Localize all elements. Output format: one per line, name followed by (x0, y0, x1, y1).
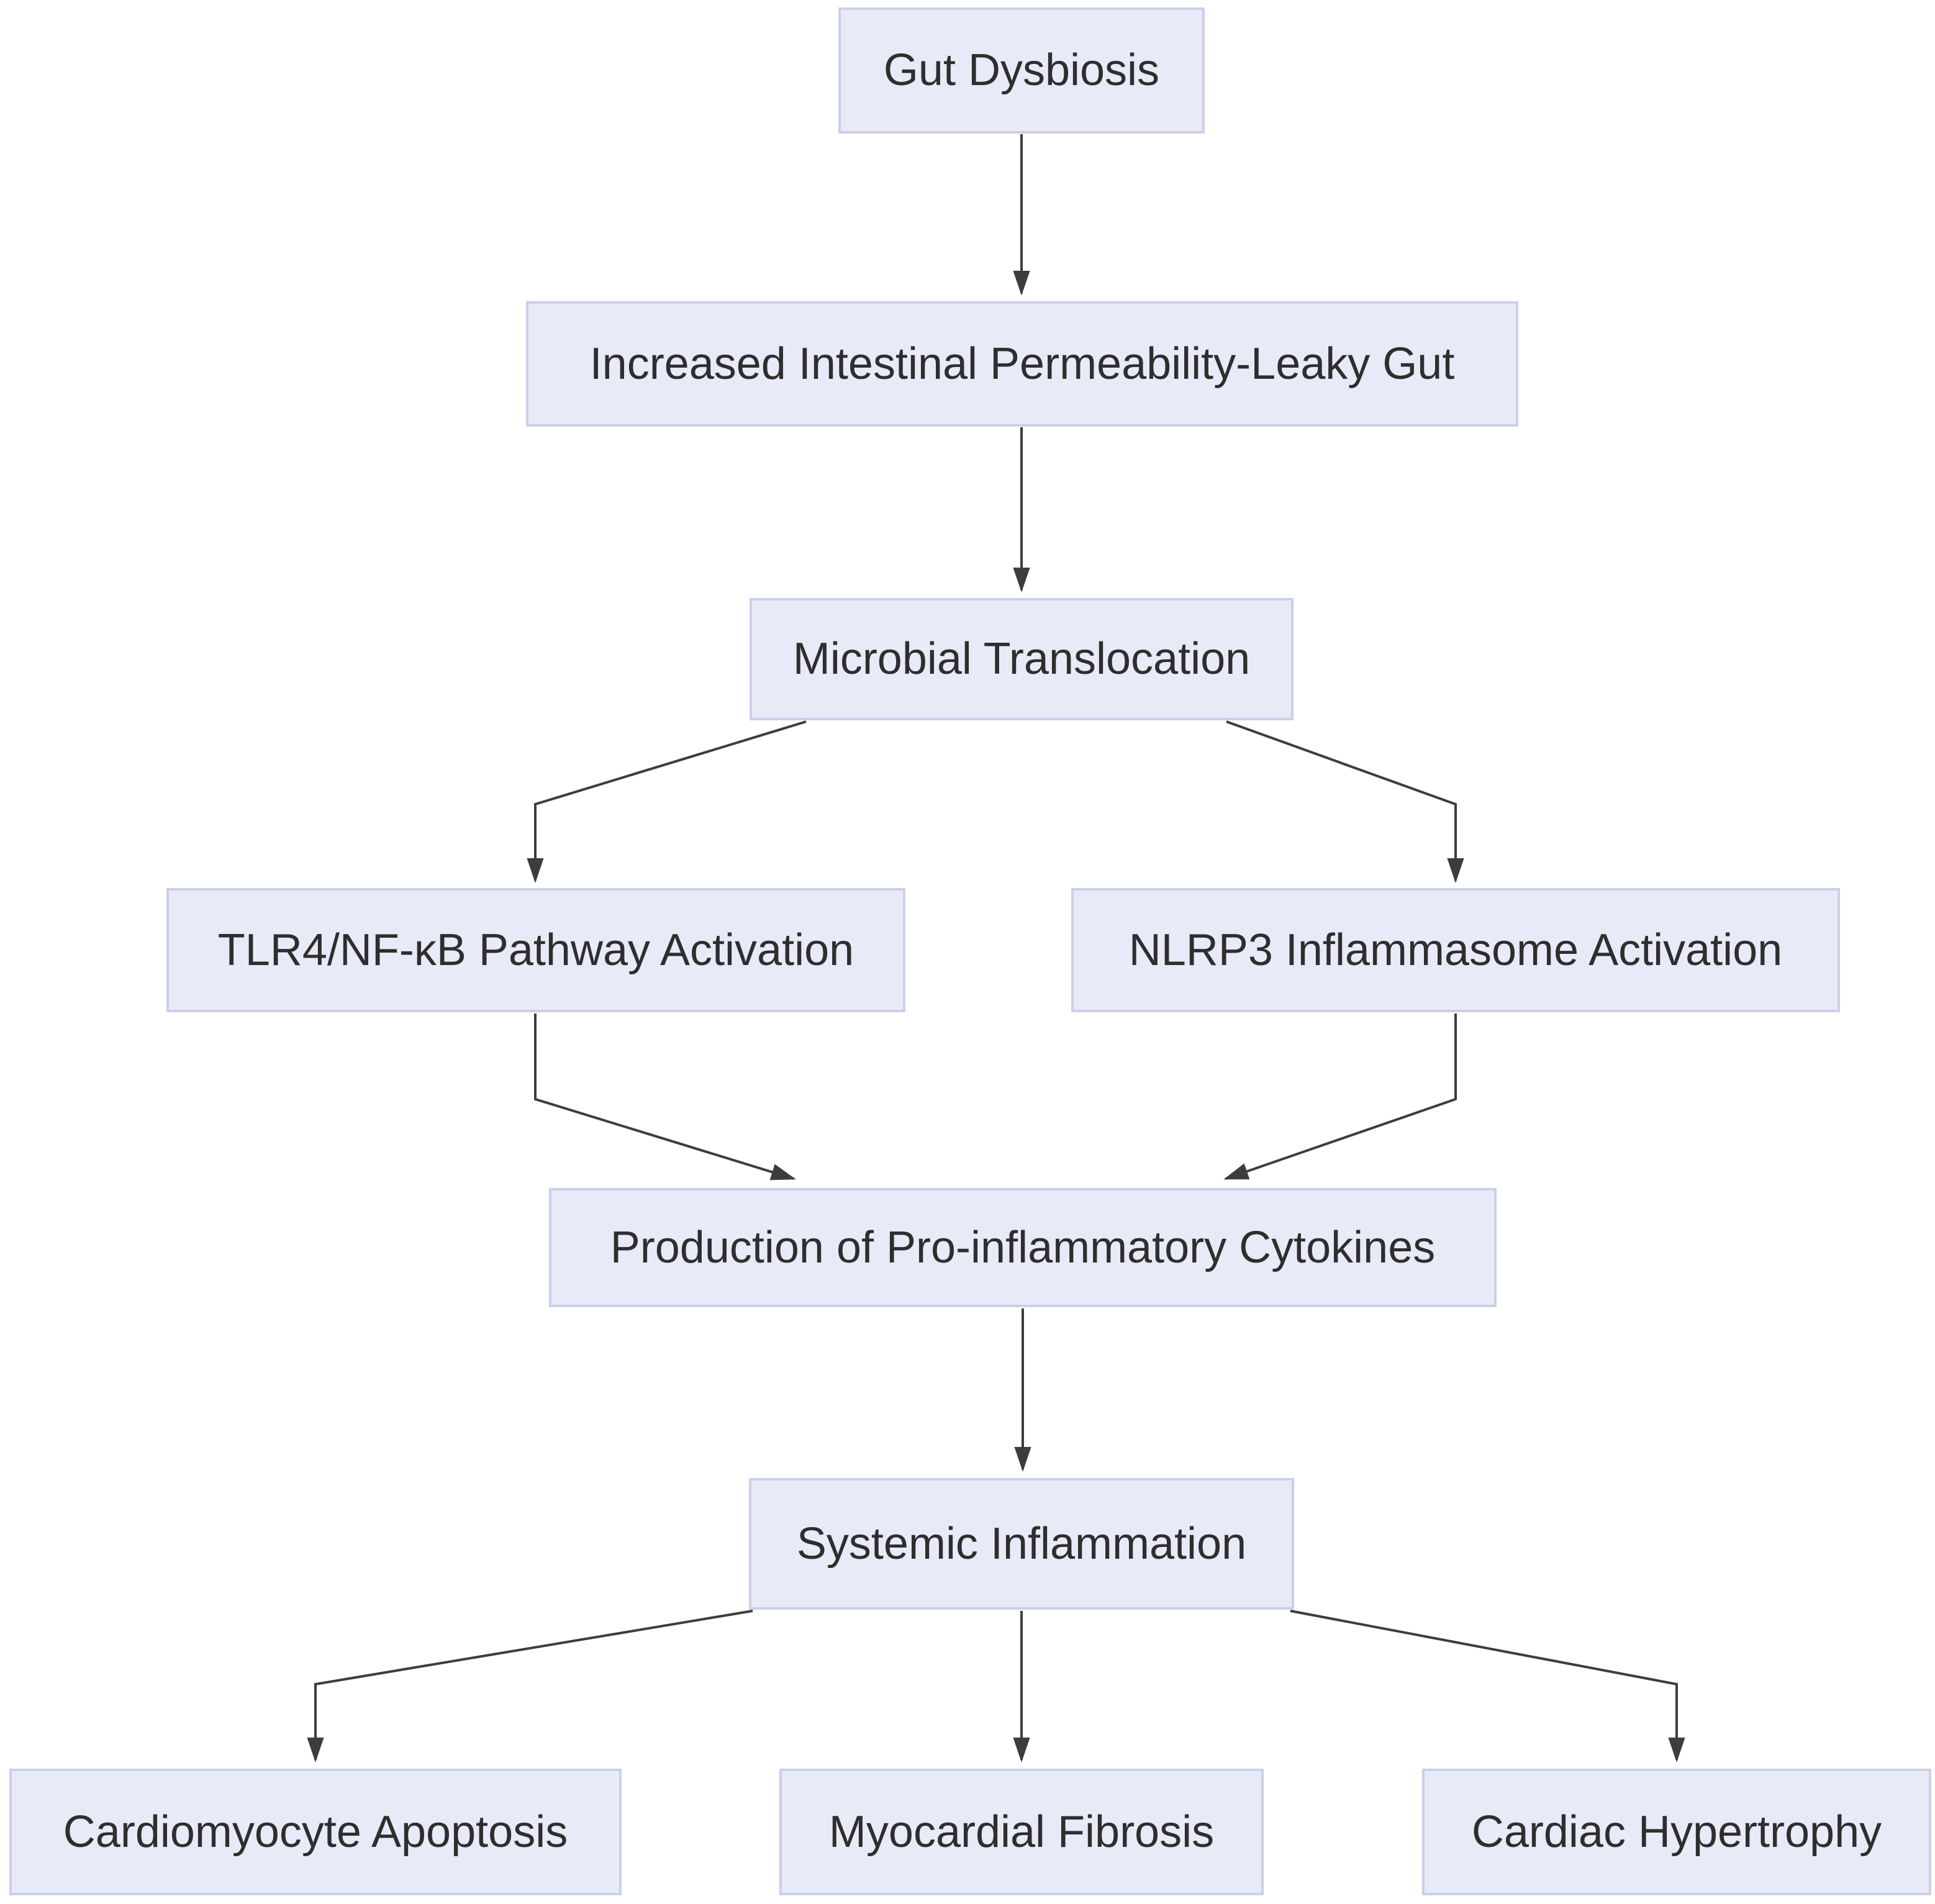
node-cardiomyocyte-apoptosis: Cardiomyocyte Apoptosis (9, 1769, 622, 1895)
node-nlrp3-inflammasome-activation: NLRP3 Inflammasome Activation (1071, 888, 1840, 1012)
connector-translocation-to-tlr4 (527, 720, 807, 883)
node-tlr4-nfkb-pathway-activation: TLR4/NF-κB Pathway Activation (166, 888, 905, 1012)
node-label-microbial-translocation: Microbial Translocation (792, 634, 1251, 684)
node-label-cardiomyocyte-apoptosis: Cardiomyocyte Apoptosis (63, 1807, 568, 1857)
node-increased-intestinal-permeability: Increased Intestinal Permeability-Leaky … (526, 301, 1518, 427)
node-cardiac-hypertrophy: Cardiac Hypertrophy (1422, 1769, 1931, 1895)
node-label-tlr4-nfkb-pathway-activation: TLR4/NF-κB Pathway Activation (217, 925, 854, 975)
node-gut-dysbiosis: Gut Dysbiosis (838, 7, 1205, 134)
connector-systemic-to-hypertrophy (1290, 1610, 1685, 1762)
node-systemic-inflammation: Systemic Inflammation (749, 1478, 1294, 1610)
connector-translocation-to-nlrp3 (1226, 720, 1464, 883)
node-label-systemic-inflammation: Systemic Inflammation (796, 1518, 1247, 1569)
connector-nlrp3-to-cytokines (1223, 1013, 1457, 1180)
node-label-cardiac-hypertrophy: Cardiac Hypertrophy (1471, 1807, 1882, 1857)
node-label-gut-dysbiosis: Gut Dysbiosis (883, 45, 1160, 96)
node-label-nlrp3-inflammasome-activation: NLRP3 Inflammasome Activation (1128, 925, 1783, 975)
node-microbial-translocation: Microbial Translocation (750, 598, 1294, 720)
connector-tlr4-to-cytokines (534, 1013, 796, 1181)
node-myocardial-fibrosis: Myocardial Fibrosis (779, 1769, 1264, 1895)
connector-systemic-to-apoptosis (307, 1610, 753, 1762)
node-label-production-pro-inflammatory-cytokines: Production of Pro-inflammatory Cytokines (610, 1222, 1436, 1272)
node-label-myocardial-fibrosis: Myocardial Fibrosis (828, 1807, 1215, 1857)
node-production-pro-inflammatory-cytokines: Production of Pro-inflammatory Cytokines (549, 1188, 1497, 1307)
node-label-increased-intestinal-permeability: Increased Intestinal Permeability-Leaky … (589, 338, 1455, 389)
